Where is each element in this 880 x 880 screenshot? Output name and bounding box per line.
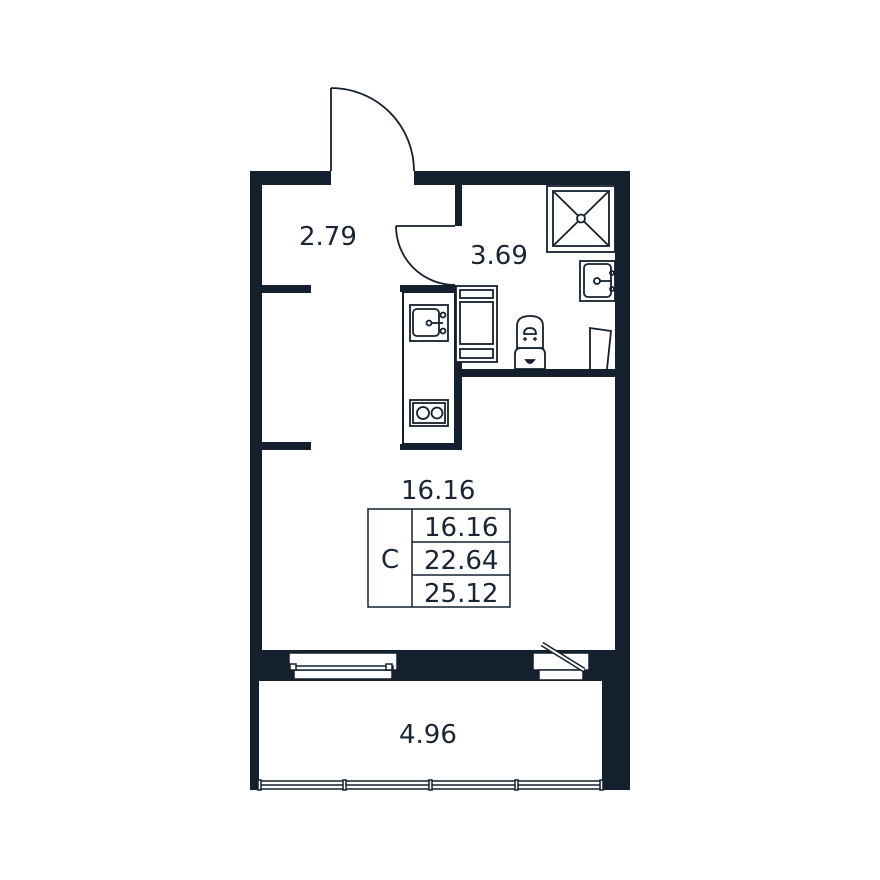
wall-right bbox=[615, 171, 630, 651]
wall-bath-stub bbox=[455, 185, 462, 226]
washing-machine-icon bbox=[455, 285, 498, 363]
wall-left bbox=[250, 171, 262, 651]
toilet-icon bbox=[514, 315, 546, 370]
hallway-area-label: 2.79 bbox=[299, 222, 357, 252]
total-with-balcony-value: 25.12 bbox=[424, 579, 498, 609]
balcony-area-label: 4.96 bbox=[399, 720, 457, 750]
wall-top-left bbox=[250, 171, 331, 185]
wall-kitchen-bottom bbox=[400, 444, 462, 450]
wall-stub-upper bbox=[262, 285, 311, 293]
cooktop-icon bbox=[409, 399, 449, 427]
bath-cabinet-icon bbox=[589, 326, 612, 370]
entrance-door-icon bbox=[330, 87, 415, 172]
balcony-window-left-icon bbox=[288, 652, 398, 680]
bathroom-area-label: 3.69 bbox=[470, 241, 528, 271]
living-area-value: 16.16 bbox=[424, 513, 498, 543]
apartment-type-letter: С bbox=[381, 545, 399, 575]
balcony-glazing-icon bbox=[257, 779, 604, 791]
kitchen-counter bbox=[402, 291, 456, 445]
wall-bath-bottom bbox=[455, 369, 615, 377]
living-room-area-label: 16.16 bbox=[401, 476, 475, 506]
wall-top-right bbox=[414, 171, 630, 185]
shower-tray-icon bbox=[546, 185, 616, 253]
wall-kitchen-right bbox=[455, 360, 462, 450]
bathroom-door-icon bbox=[395, 225, 456, 286]
kitchen-sink-icon bbox=[409, 304, 449, 342]
wall-left-balcony bbox=[250, 650, 259, 790]
bathroom-sink-icon bbox=[579, 260, 616, 302]
wall-kitchen-top bbox=[400, 285, 456, 292]
wall-stub-lower bbox=[262, 442, 311, 450]
balcony-door-icon bbox=[532, 641, 590, 681]
area-summary-table bbox=[367, 508, 511, 608]
total-area-value: 22.64 bbox=[424, 546, 498, 576]
